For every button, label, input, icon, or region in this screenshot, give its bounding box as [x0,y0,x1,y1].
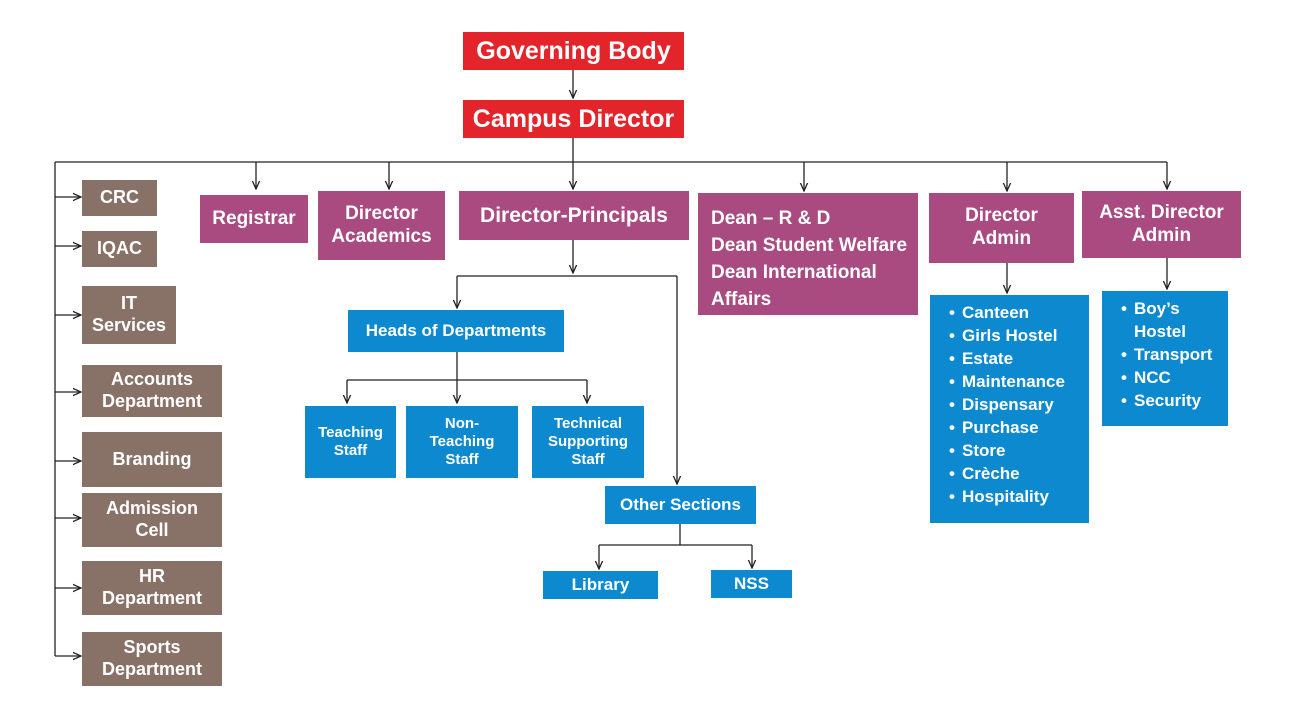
non-teaching-staff-box: Non- Teaching Staff [406,406,518,478]
nss-box: NSS [711,570,792,598]
asst-director-admin-list: Boy’s Hostel Transport NCC Security [1102,291,1228,426]
crc-label: CRC [100,187,139,208]
director-principals-box: Director-Principals [459,191,689,240]
director-academics-line-2: Academics [331,225,432,247]
accounts-department-box: Accounts Department [82,365,222,417]
technical-line-2: Supporting [548,433,628,450]
list-item: Girls Hostel [942,324,1057,347]
admission-line-2: Cell [135,520,169,540]
dean-student-welfare-line: Dean Student Welfare [711,235,908,256]
dean-affairs-line: Affairs [711,289,772,310]
list-item: Transport [1114,343,1212,366]
library-box: Library [543,571,658,599]
it-services-box: IT Services [82,286,176,344]
asst-director-admin-line-2: Admin [1131,224,1192,246]
registrar-label: Registrar [212,207,296,229]
registrar-box: Registrar [200,195,308,243]
teaching-staff-line-2: Staff [333,442,368,459]
admission-cell-box: Admission Cell [82,493,222,547]
director-admin-line-1: Director [965,205,1038,227]
hods-label: Heads of Departments [365,320,547,340]
other-sections-box: Other Sections [605,486,756,524]
non-teaching-line-2: Teaching [429,433,495,450]
sports-line-2: Department [101,659,203,679]
list-item: Maintenance [942,370,1065,393]
technical-supporting-staff-box: Technical Supporting Staff [532,406,644,478]
director-admin-list: Canteen Girls Hostel Estate Maintenance … [930,295,1089,523]
sports-department-box: Sports Department [82,632,222,686]
asst-director-admin-line-1: Asst. Director [1099,201,1224,223]
accounts-line-1: Accounts [110,369,193,390]
accounts-line-2: Department [101,391,203,411]
list-item: Store [942,439,1005,462]
dean-rd-line: Dean – R & D [711,208,831,229]
teaching-staff-box: Teaching Staff [305,406,396,478]
deans-box: Dean – R & D Dean Student Welfare Dean I… [698,193,918,315]
director-admin-line-2: Admin [971,228,1032,249]
branding-box: Branding [82,432,222,487]
sports-line-1: Sports [123,637,181,658]
non-teaching-line-3: Staff [445,451,479,468]
technical-line-3: Staff [571,451,605,468]
list-item: Crèche [942,462,1020,485]
hr-line-2: Department [101,588,203,608]
list-item: Dispensary [942,393,1054,416]
list-item: Canteen [942,301,1029,324]
library-label: Library [571,574,630,594]
list-item: Purchase [942,416,1039,439]
governing-body-box: Governing Body [463,32,684,70]
list-item-continued: Hostel [1134,322,1186,341]
asst-director-admin-box: Asst. Director Admin [1082,191,1241,258]
branding-label: Branding [112,448,192,469]
heads-of-departments-box: Heads of Departments [348,310,564,352]
dean-international-line: Dean International [711,262,877,283]
director-admin-box: Director Admin [929,193,1074,263]
hr-department-box: HR Department [82,561,222,615]
technical-line-1: Technical [553,415,623,432]
list-item: Hospitality [942,485,1049,508]
other-sections-label: Other Sections [620,494,741,514]
iqac-label: IQAC [97,238,142,259]
it-services-line-1: IT [121,293,137,314]
it-services-line-2: Services [91,315,167,335]
nss-label: NSS [734,573,769,593]
teaching-staff-line-1: Teaching [318,424,383,441]
campus-director-box: Campus Director [463,100,684,138]
governing-body-label: Governing Body [476,37,671,65]
director-academics-box: Director Academics [318,191,445,260]
list-item: NCC [1114,366,1171,389]
non-teaching-line-1: Non- [444,415,480,432]
director-academics-line-1: Director [345,202,418,224]
list-item: Boy’s [1114,297,1180,320]
list-item: Estate [942,347,1013,370]
list-item: Security [1114,389,1201,412]
iqac-box: IQAC [82,231,157,267]
director-principals-label: Director-Principals [480,203,668,227]
crc-box: CRC [82,180,157,216]
hr-line-1: HR [139,566,165,587]
admission-line-1: Admission [105,498,198,519]
campus-director-label: Campus Director [472,105,675,133]
